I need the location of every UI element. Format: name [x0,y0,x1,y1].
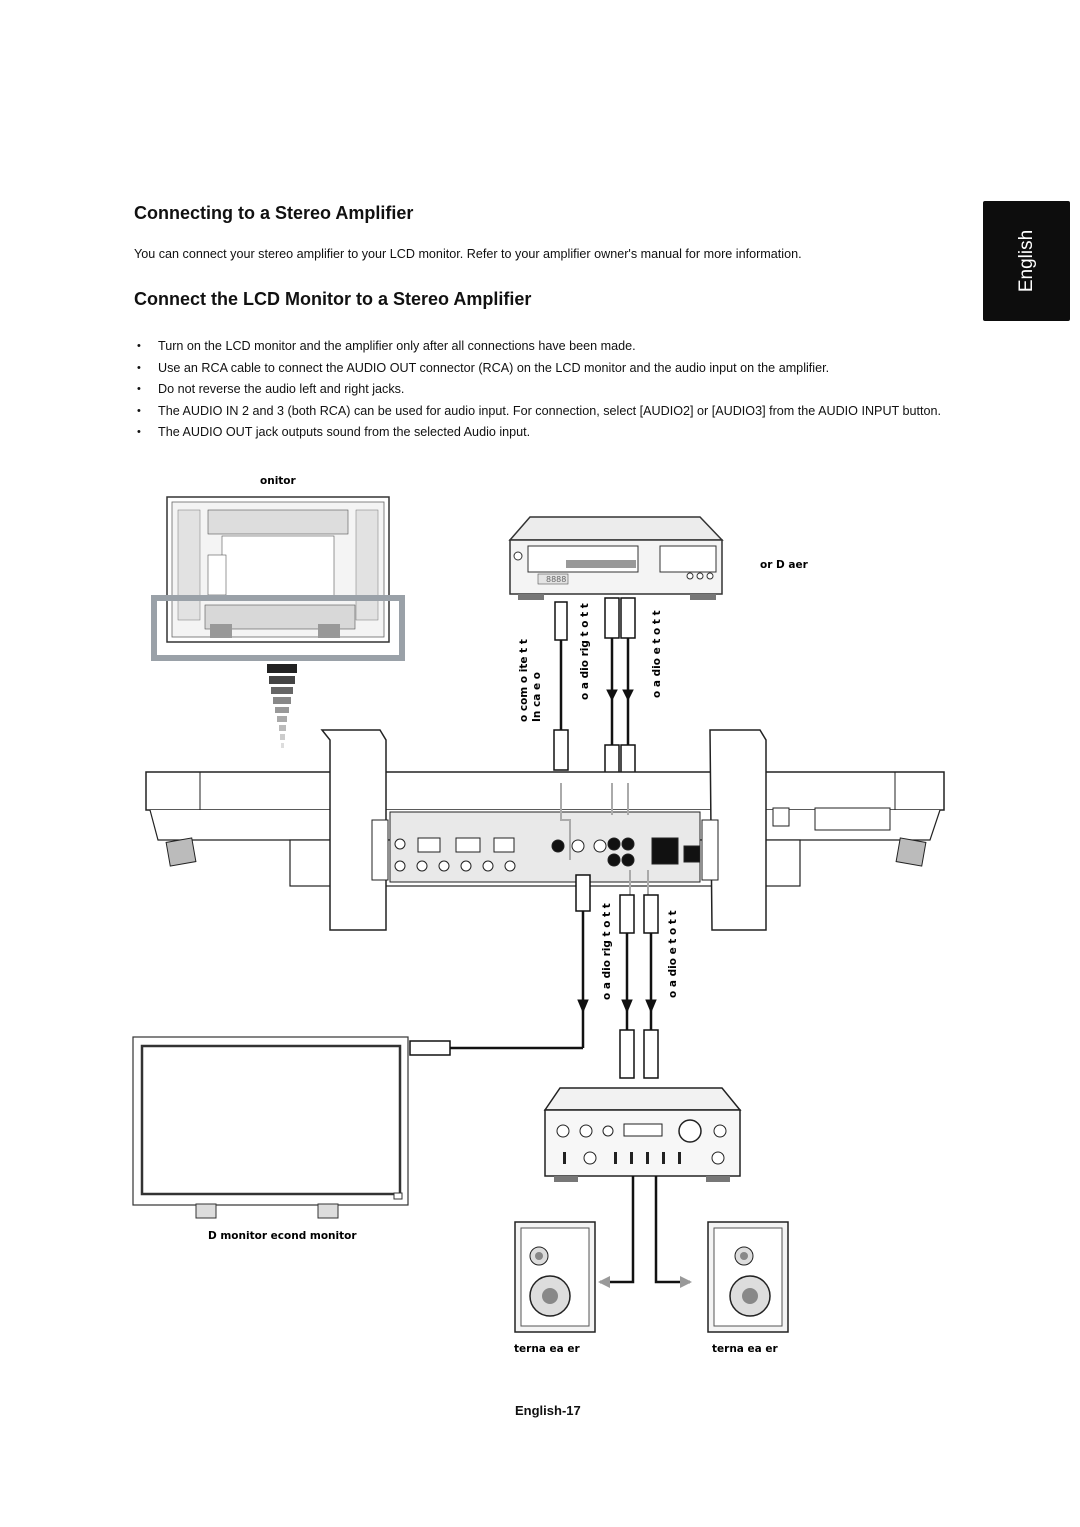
output-cables [409,874,659,1079]
composite-cable-label-2: In ca e o [531,672,543,722]
monitor-label: onitor [260,475,297,487]
speaker-right [707,1221,789,1333]
speaker-left [514,1221,596,1333]
language-tab-label: English [1015,229,1037,293]
internal-routing [560,783,649,895]
main-monitor-body [145,771,945,887]
section-title-connecting: Connecting to a Stereo Amplifier [134,203,414,223]
instruction-list: Turn on the LCD monitor and the amplifie… [134,336,964,444]
audio-right-label-bottom: o a dio rig t o t t [601,903,613,1000]
player-label: or D aer [760,559,809,571]
intro-paragraph: You can connect your stereo amplifier to… [134,247,802,261]
vcr-player [508,516,724,600]
monitor-rear-view [151,496,405,661]
audio-left-label-top: o a dio e t o t t [651,610,663,698]
speaker-left-label: terna ea er [514,1343,581,1355]
page-number: English-17 [515,1403,581,1418]
section-title-connect-lcd: Connect the LCD Monitor to a Stereo Ampl… [134,289,532,309]
instruction-item: Do not reverse the audio left and right … [134,379,964,401]
audio-left-label-bottom: o a dio e t o t t [667,910,679,998]
zoom-indicator [267,664,297,748]
vcr-cables [553,597,636,784]
instruction-item: The AUDIO IN 2 and 3 (both RCA) can be u… [134,401,964,423]
stereo-amplifier [543,1087,742,1182]
wall-mount-left [320,729,389,931]
audio-right-label-top: o a dio rig t o t t [579,603,591,700]
connection-diagram: onitor 8888 or D aer [132,475,945,1355]
composite-cable-label: o com o ite t t [518,639,530,722]
second-monitor-label: D monitor econd monitor [208,1230,357,1242]
speaker-right-label: terna ea er [712,1343,779,1355]
second-monitor [132,1036,409,1219]
connector-panel [394,837,701,872]
speaker-cables [600,1176,690,1284]
instruction-item: Use an RCA cable to connect the AUDIO OU… [134,358,964,380]
vcr-display: 8888 [546,575,566,584]
language-tab: English [983,201,1070,321]
wall-mount-right [701,729,767,931]
instruction-item: The AUDIO OUT jack outputs sound from th… [134,422,964,444]
instruction-item: Turn on the LCD monitor and the amplifie… [134,336,964,358]
